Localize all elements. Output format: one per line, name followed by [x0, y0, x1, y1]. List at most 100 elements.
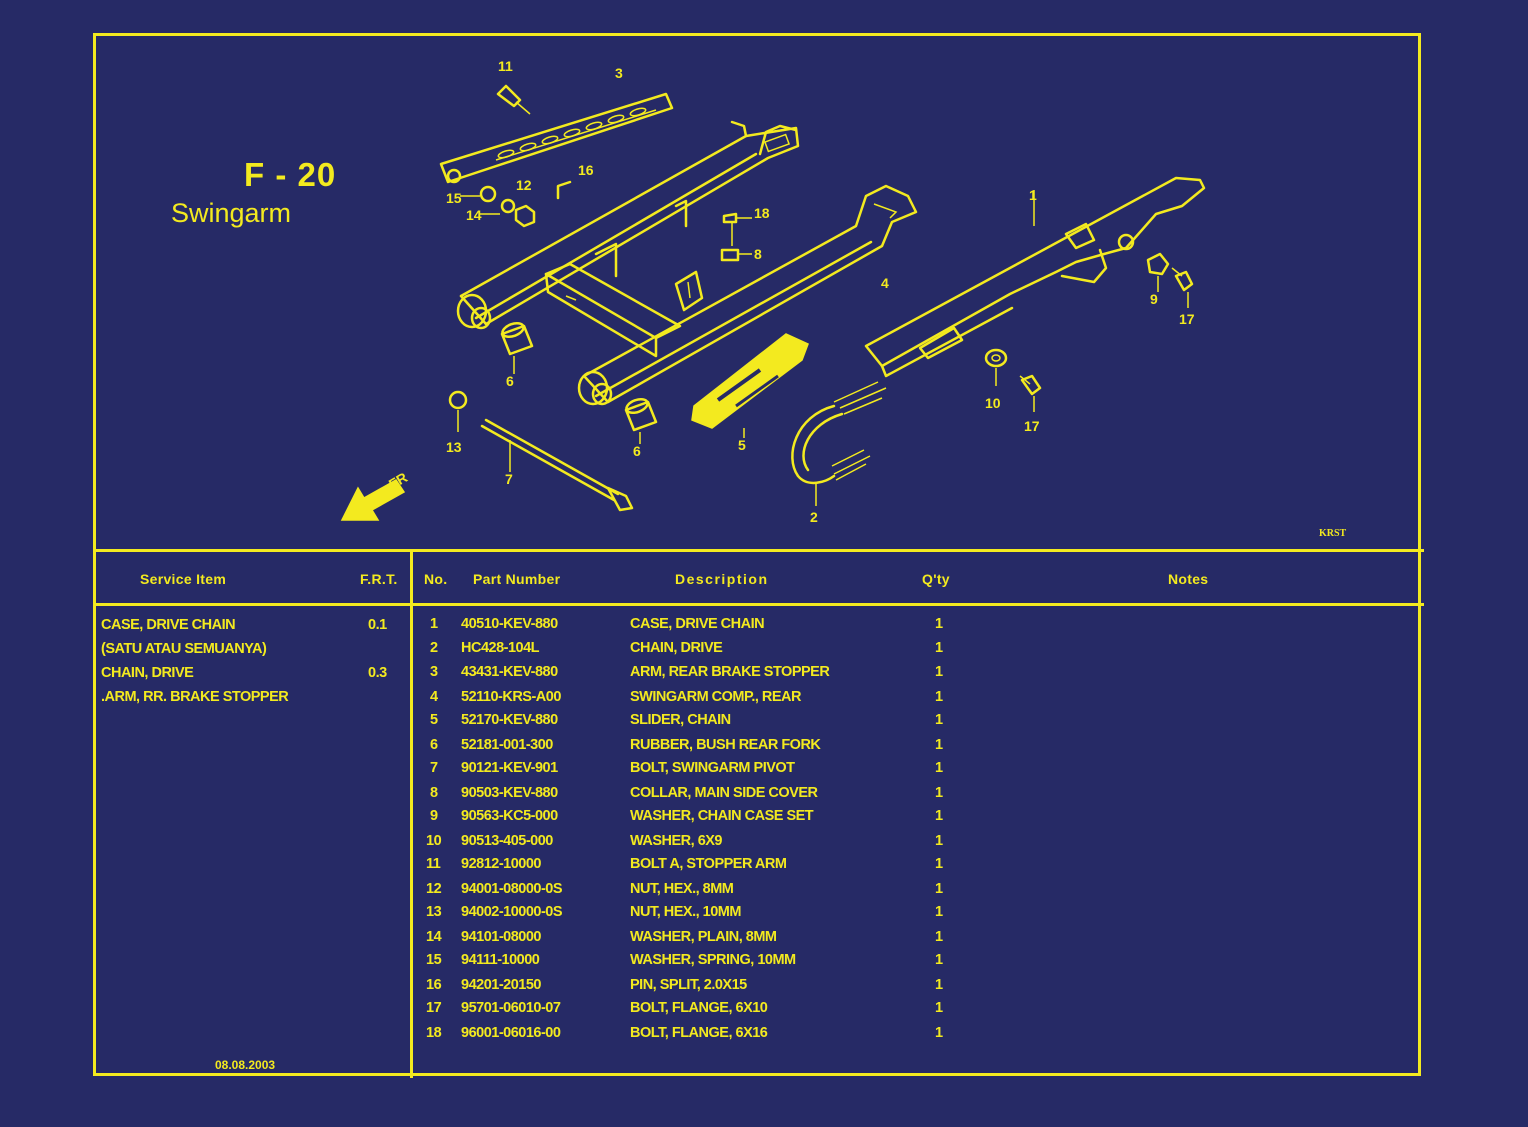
part-drive-chain [791, 381, 887, 506]
row-qty: 1 [935, 808, 943, 824]
service-row-item: .ARM, RR. BRAKE STOPPER [101, 689, 289, 705]
row-no: 15 [426, 952, 442, 968]
row-qty: 1 [935, 881, 943, 897]
sheet-frame [93, 33, 1421, 1076]
row-part-number: 92812-10000 [461, 856, 541, 872]
row-description: NUT, HEX., 8MM [630, 881, 734, 897]
row-part-number: 94111-10000 [461, 952, 540, 968]
row-qty: 1 [935, 760, 943, 776]
revision-date: 08.08.2003 [215, 1058, 276, 1072]
swingarm-exploded-diagram: FR 1 2 3 4 5 6 6 [340, 58, 1206, 525]
service-row-item: CASE, DRIVE CHAIN [101, 617, 236, 633]
row-qty: 1 [935, 929, 943, 945]
row-no: 11 [426, 856, 441, 872]
row-no: 18 [426, 1025, 442, 1041]
row-description: WASHER, PLAIN, 8MM [630, 929, 777, 945]
row-description: ARM, REAR BRAKE STOPPER [630, 664, 830, 680]
part-bolt-and-collar [720, 212, 752, 262]
row-qty: 1 [935, 640, 943, 656]
callout-11: 11 [498, 58, 513, 74]
callout-17a: 17 [1179, 311, 1195, 327]
row-no: 3 [430, 664, 438, 680]
row-description: RUBBER, BUSH REAR FORK [630, 737, 821, 753]
callout-16: 16 [578, 162, 594, 178]
row-part-number: 96001-06016-00 [461, 1025, 561, 1041]
callout-10: 10 [985, 395, 1001, 411]
row-qty: 1 [935, 856, 943, 872]
row-part-number: 94002-10000-0S [461, 904, 563, 920]
part-washers-and-bolts [984, 252, 1194, 412]
row-description: BOLT, SWINGARM PIVOT [630, 760, 795, 776]
row-description: WASHER, 6X9 [630, 833, 723, 849]
callout-12: 12 [516, 177, 532, 193]
row-no: 14 [426, 929, 442, 945]
row-description: CASE, DRIVE CHAIN [630, 616, 765, 632]
callout-labels: 1 2 3 4 5 6 6 7 8 9 10 11 12 13 14 15 16… [446, 58, 1195, 525]
row-qty: 1 [935, 1025, 943, 1041]
service-row-item: CHAIN, DRIVE [101, 665, 194, 681]
row-description: COLLAR, MAIN SIDE COVER [630, 785, 818, 801]
row-qty: 1 [935, 952, 943, 968]
row-qty: 1 [935, 904, 943, 920]
row-no: 16 [426, 977, 442, 993]
row-part-number: 90513-405-000 [461, 833, 553, 849]
header-description: Description [675, 571, 769, 587]
row-description: BOLT A, STOPPER ARM [630, 856, 787, 872]
row-description: NUT, HEX., 10MM [630, 904, 741, 920]
diagram-divider [93, 549, 1424, 552]
part-chain-slider [691, 333, 809, 438]
header-frt: F.R.T. [360, 571, 398, 587]
row-qty: 1 [935, 616, 943, 632]
row-description: CHAIN, DRIVE [630, 640, 723, 656]
row-no: 10 [426, 833, 442, 849]
row-part-number: 90121-KEV-901 [461, 760, 558, 776]
callout-8: 8 [754, 246, 762, 262]
row-no: 9 [430, 808, 438, 824]
row-no: 1 [430, 616, 438, 632]
row-no: 8 [430, 785, 438, 801]
part-drive-chain-case [864, 176, 1206, 378]
row-qty: 1 [935, 737, 943, 753]
row-qty: 1 [935, 664, 943, 680]
row-description: BOLT, FLANGE, 6X16 [630, 1025, 768, 1041]
row-part-number: 94201-20150 [461, 977, 541, 993]
row-no: 7 [430, 760, 438, 776]
callout-7: 7 [505, 471, 513, 487]
header-no: No. [424, 571, 448, 587]
callout-2: 2 [810, 509, 818, 525]
row-description: WASHER, CHAIN CASE SET [630, 808, 814, 824]
callout-1: 1 [1029, 187, 1037, 203]
service-row-frt: 0.3 [368, 665, 387, 681]
row-part-number: 90503-KEV-880 [461, 785, 558, 801]
callout-5: 5 [738, 437, 746, 453]
row-no: 4 [430, 689, 438, 705]
row-qty: 1 [935, 689, 943, 705]
part-rubber-bushes [500, 321, 658, 444]
row-part-number: 43431-KEV-880 [461, 664, 558, 680]
callout-6a: 6 [506, 373, 514, 389]
header-notes: Notes [1168, 571, 1209, 587]
row-part-number: 94101-08000 [461, 929, 541, 945]
service-row-frt: 0.1 [368, 617, 387, 633]
part-brake-stopper-arm [439, 92, 674, 184]
row-qty: 1 [935, 833, 943, 849]
row-description: WASHER, SPRING, 10MM [630, 952, 796, 968]
row-no: 13 [426, 904, 442, 920]
callout-3: 3 [615, 65, 623, 81]
row-part-number: 52170-KEV-880 [461, 712, 558, 728]
row-no: 17 [426, 1000, 442, 1016]
row-part-number: 40510-KEV-880 [461, 616, 558, 632]
part-pivot-bolt [448, 390, 634, 512]
row-part-number: 90563-KC5-000 [461, 808, 558, 824]
table-header-divider [93, 603, 1424, 606]
row-description: BOLT, FLANGE, 6X10 [630, 1000, 768, 1016]
figure-title: Swingarm [171, 198, 292, 228]
row-no: 12 [426, 881, 442, 897]
row-description: SWINGARM COMP., REAR [630, 689, 802, 705]
column-divider [410, 550, 413, 1078]
callout-6b: 6 [633, 443, 641, 459]
callout-18: 18 [754, 205, 770, 221]
callout-17b: 17 [1024, 418, 1040, 434]
row-description: PIN, SPLIT, 2.0X15 [630, 977, 747, 993]
header-service-item: Service Item [140, 571, 227, 587]
